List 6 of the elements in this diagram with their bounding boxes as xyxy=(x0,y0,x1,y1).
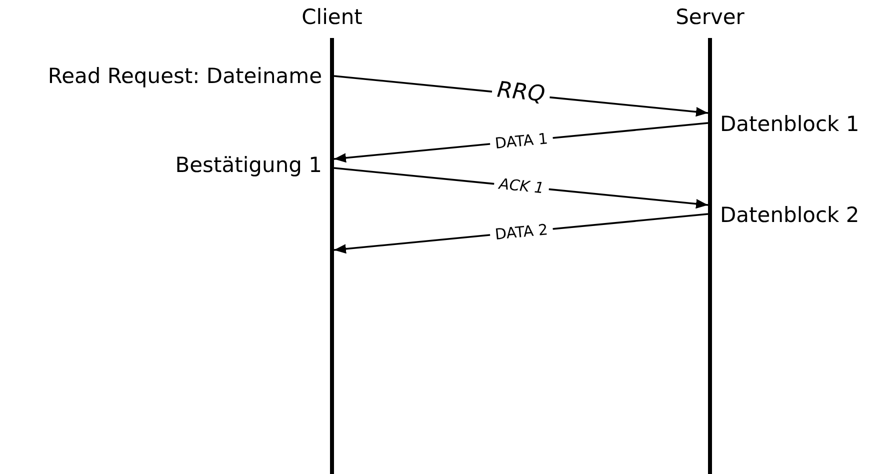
lifeline-title: Client xyxy=(300,4,364,30)
step-note: Datenblock 1 xyxy=(720,111,860,137)
lifeline-title: Server xyxy=(674,4,746,30)
step-note: Read Request: Dateiname xyxy=(48,63,322,89)
step-note: Datenblock 2 xyxy=(720,202,860,228)
step-note: Bestätigung 1 xyxy=(175,152,322,178)
